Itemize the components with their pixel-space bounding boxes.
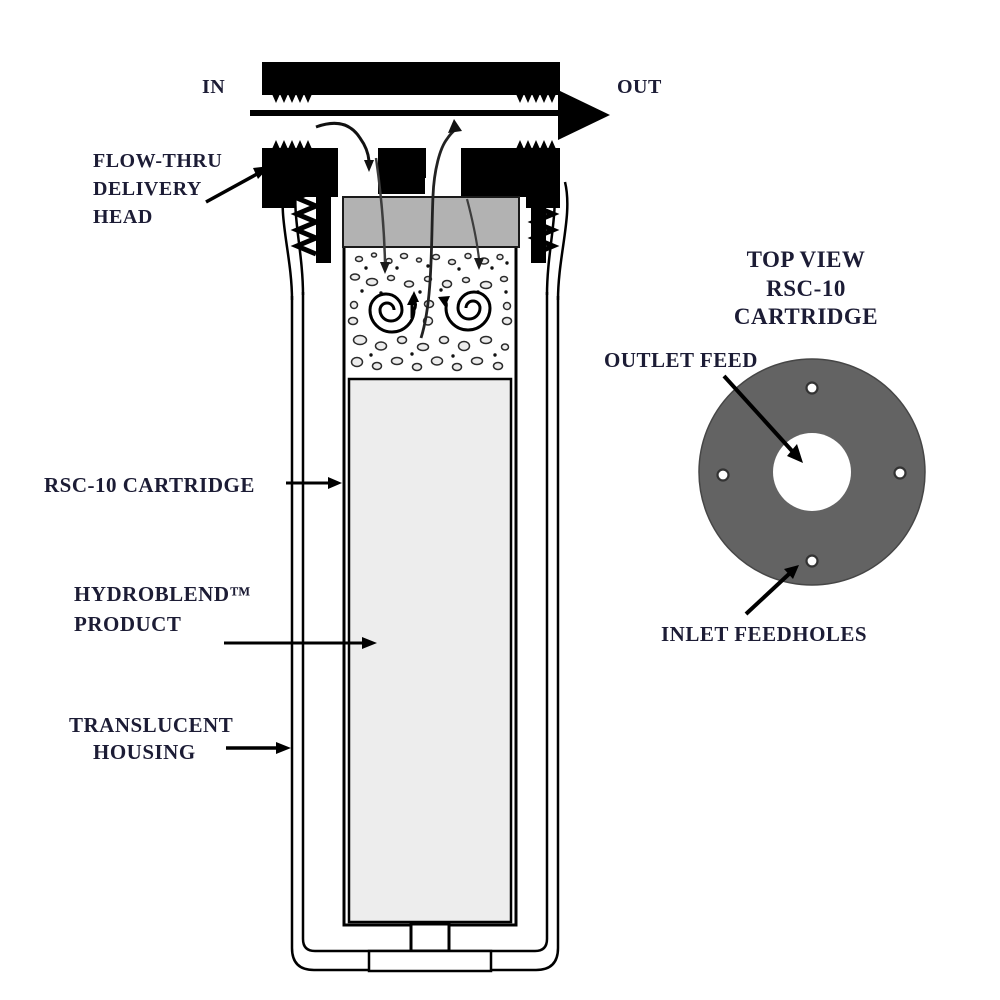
cartridge-body [342,196,520,973]
inflow-right-branch [465,198,481,260]
inlet-feedholes [716,381,907,568]
cartridge-pointer-arrowhead [328,477,342,489]
delivery-head-label-line1: FLOW-THRU [93,150,222,172]
product-label: HYDROBLEND™ PRODUCT [74,582,377,649]
manifold-top-bar [262,62,560,95]
thread-teeth-lower-left [272,140,312,149]
outlet-feed-pointer-line [722,374,795,454]
flow-pipe [250,110,562,116]
head-leg-left [316,178,331,263]
out-label: OUT [617,76,662,98]
product-label-line1: HYDROBLEND™ [74,582,251,606]
top-view-title-line1: TOP VIEW [747,247,866,272]
cartridge-label-text: RSC-10 CARTRIDGE [44,473,255,497]
side-view-labels: IN OUT FLOW-THRU DELIVERY HEAD RSC-10 CA… [44,76,662,764]
upflow-arrowhead [407,295,417,305]
flow-path-arrows [315,119,484,339]
outlet-passage-gap [426,146,461,180]
outlet-feed-label: OUTLET FEED [604,348,803,463]
inflow-through-cap [374,157,387,264]
feedhole-right [893,466,907,480]
housing-label-line1: TRANSLUCENT [69,713,233,737]
inlet-feedholes-label-text: INLET FEEDHOLES [661,622,867,646]
feedhole-left [716,468,730,482]
housing-label-line2: HOUSING [93,740,196,764]
inlet-feedholes-pointer-line [744,572,791,616]
housing-neck-outer-right [556,181,569,301]
cartridge-label: RSC-10 CARTRIDGE [44,473,342,497]
inflow-cap-arrowhead [380,262,390,274]
housing-pointer-arrowhead [276,742,291,754]
swirl-right [443,290,492,332]
inflow-arc [315,121,371,162]
inlet-feedholes-pointer-arrowhead [784,565,799,579]
head-collar-left [262,148,296,208]
housing-neck-outer-left [281,181,294,301]
delivery-head-label-line2: DELIVERY [93,178,202,200]
product-pointer-arrowhead [362,637,377,649]
in-label: IN [202,76,225,98]
neck-threads-right [527,187,560,257]
thread-teeth-top-right [516,94,556,103]
thread-teeth-top-left [272,94,312,103]
inlet-feedholes-label: INLET FEEDHOLES [661,565,867,646]
housing-base-plate [367,949,493,973]
housing-neck-inner-right [545,181,556,296]
top-view: TOP VIEW RSC-10 CARTRIDGE OUTLET FEED IN… [604,247,926,646]
product-label-line2: PRODUCT [74,612,181,636]
thread-teeth-lower-right [516,140,556,149]
flow-out-arrowhead [558,90,610,140]
feedhole-bottom [805,554,819,568]
media-granules [347,252,513,372]
housing-neck-inner-left [294,181,305,296]
housing-label: TRANSLUCENT HOUSING [69,713,291,764]
mixing-swirls [368,290,492,334]
delivery-head-label-line3: HEAD [93,206,153,228]
top-view-title-line2: RSC-10 [766,276,846,301]
outflow-arrowhead [448,119,462,133]
outlet-tube-stem [378,148,425,194]
inflow-arc-arrowhead [364,160,374,172]
delivery-head-pointer-line [205,172,258,204]
swirl-right-arrowhead [438,296,450,307]
top-view-title-line3: CARTRIDGE [734,304,878,329]
outlet-feed-pointer-arrowhead [787,444,803,463]
inflow-right-arrowhead [474,258,484,270]
delivery-head-pointer-arrowhead [253,166,270,179]
neck-threads-left [290,187,323,257]
hydroblend-product-block [347,377,513,924]
outflow-path [419,128,456,339]
delivery-head-label: FLOW-THRU DELIVERY HEAD [93,150,270,228]
feedhole-top [805,381,819,395]
cartridge-foot [409,922,451,953]
outlet-feed-label-text: OUTLET FEED [604,348,758,372]
